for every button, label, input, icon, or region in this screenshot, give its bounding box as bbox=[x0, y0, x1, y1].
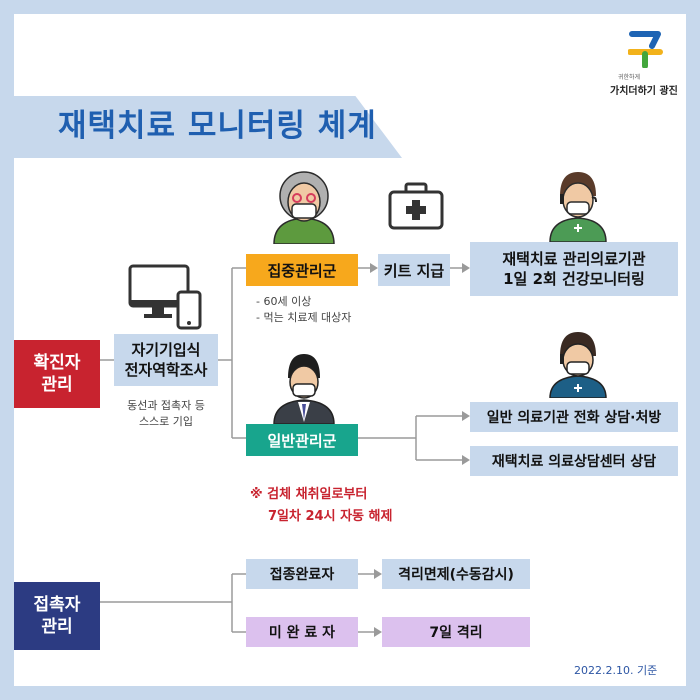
page-title: 재택치료 모니터링 체계 bbox=[58, 108, 377, 144]
release-note-line1: ※ 검체 채취일로부터 bbox=[250, 487, 368, 502]
reference-date: 2022.2.10. 기준 bbox=[574, 664, 658, 677]
self-entry-note-line2: 스스로 기입 bbox=[138, 415, 194, 428]
counselor-icon bbox=[546, 326, 610, 402]
arrow-head bbox=[462, 411, 470, 421]
computer-icon bbox=[128, 262, 204, 338]
intensive-criteria: - 60세 이상 - 먹는 치료제 대상자 bbox=[256, 294, 396, 326]
logo-name: 가치더하기 광진 bbox=[610, 86, 678, 97]
arrow-head bbox=[462, 263, 470, 273]
general-clinic-box: 일반 의료기관 전화 상담·처방 bbox=[470, 402, 678, 432]
confirmed-label-line2: 관리 bbox=[41, 375, 73, 395]
arrow-head bbox=[462, 455, 470, 465]
vaccinated-box: 접종완료자 bbox=[246, 559, 358, 589]
arrow-head bbox=[374, 627, 382, 637]
general-care-group-box: 일반관리군 bbox=[246, 424, 358, 456]
confirmed-case-label: 확진자 관리 bbox=[14, 340, 100, 408]
self-entry-note-line1: 동선과 접촉자 등 bbox=[127, 399, 205, 412]
hospital-monitoring-line1: 재택치료 관리의료기관 bbox=[502, 250, 646, 268]
arrow-head bbox=[374, 569, 382, 579]
gwangjin-logo: 귀한하게 가치더하기 광진 bbox=[610, 28, 690, 98]
nurse-icon bbox=[546, 164, 610, 246]
contact-label-line1: 접촉자 bbox=[33, 595, 81, 615]
intensive-criteria-age: - 60세 이상 bbox=[256, 295, 312, 308]
arrow-head bbox=[370, 263, 378, 273]
self-entry-line2: 전자역학조사 bbox=[124, 361, 208, 379]
contact-label-line2: 관리 bbox=[41, 617, 73, 637]
self-entry-survey-box: 자기기입식 전자역학조사 bbox=[114, 334, 218, 386]
quarantine-exemption-box: 격리면제(수동감시) bbox=[382, 559, 530, 589]
kit-distribution-box: 키트 지급 bbox=[378, 254, 450, 286]
title-band bbox=[14, 96, 402, 158]
logo-slogan: 귀한하게 bbox=[618, 74, 641, 81]
self-entry-line1: 자기기입식 bbox=[131, 341, 201, 359]
release-note: ※ 검체 채취일로부터 7일차 24시 자동 해제 bbox=[250, 484, 470, 528]
contact-management-label: 접촉자 관리 bbox=[14, 582, 100, 650]
medical-kit-icon bbox=[386, 180, 446, 236]
intensive-care-group-box: 집중관리군 bbox=[246, 254, 358, 286]
gwangjin-logo-mark-icon bbox=[628, 31, 663, 68]
intensive-criteria-drug: - 먹는 치료제 대상자 bbox=[256, 311, 352, 324]
hospital-monitoring-box: 재택치료 관리의료기관 1일 2회 건강모니터링 bbox=[470, 242, 678, 296]
self-entry-note: 동선과 접촉자 등 스스로 기입 bbox=[106, 398, 226, 430]
elderly-patient-icon bbox=[268, 162, 340, 248]
hospital-monitoring-line2: 1일 2회 건강모니터링 bbox=[503, 270, 645, 288]
counseling-center-box: 재택치료 의료상담센터 상담 bbox=[470, 446, 678, 476]
adult-patient-icon bbox=[272, 348, 336, 428]
seven-day-quarantine-box: 7일 격리 bbox=[382, 617, 530, 647]
confirmed-label-line1: 확진자 bbox=[33, 353, 81, 373]
release-note-line2: 7일차 24시 자동 해제 bbox=[268, 509, 393, 524]
infographic-frame: 귀한하게 가치더하기 광진 재택치료 모니터링 체계 bbox=[14, 14, 686, 686]
unvaccinated-box: 미 완 료 자 bbox=[246, 617, 358, 647]
flow-connectors bbox=[100, 263, 470, 637]
